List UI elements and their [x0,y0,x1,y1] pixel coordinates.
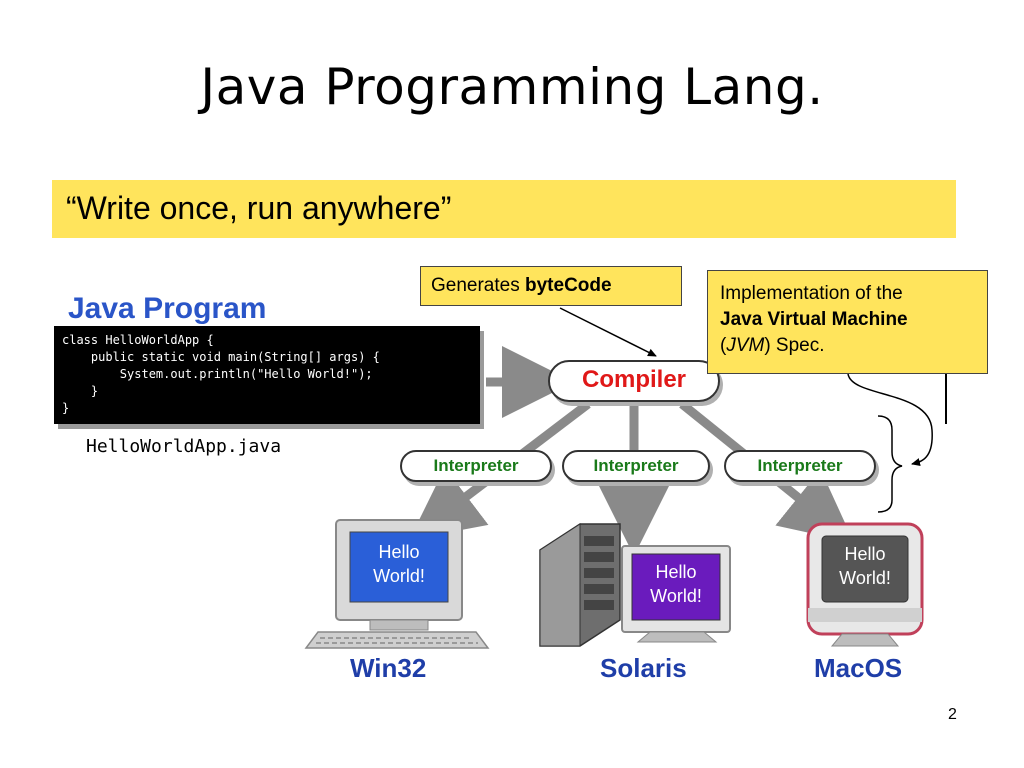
platform-label-solaris: Solaris [600,653,687,683]
source-file-name: HelloWorldApp.java [86,436,282,457]
compiler-node: Compiler [548,360,720,402]
screen-line: World! [373,566,425,586]
screen-line: Hello [378,542,420,562]
callout-italic-text: JVM [726,335,765,356]
screen-line: Hello [844,544,886,564]
motto-banner: “Write once, run anywhere” [52,180,956,238]
macos-screen-text: Hello World! [822,542,908,590]
code-sample: class HelloWorldApp { public static void… [54,326,480,424]
win32-screen-text: Hello World! [352,540,446,588]
code-line: class HelloWorldApp { [62,333,214,347]
solaris-workstation-icon [539,523,731,647]
code-line: System.out.println("Hello World!"); [62,367,373,381]
screen-line: World! [650,586,702,606]
bytecode-pointer [559,307,657,357]
platform-label-win32: Win32 [350,653,427,683]
screen-line: World! [839,568,891,588]
screen-line: Hello [655,562,697,582]
callout-bold-text: Java Virtual Machine [720,309,908,330]
win32-computer-icon [304,519,490,649]
code-line: } [62,401,70,415]
callout-text: ( [720,335,727,356]
platform-label-macos: MacOS [814,653,903,683]
solaris-screen-text: Hello World! [632,560,720,608]
interpreter-node-macos: Interpreter [724,450,876,482]
interpreter-node-solaris: Interpreter [562,450,710,482]
slide-title: Java Programming Lang. [200,58,824,116]
code-line: } [62,384,99,398]
bytecode-callout: Generates byteCode [420,266,682,306]
interpreter-node-win32: Interpreter [400,450,552,482]
page-number: 2 [948,706,957,723]
jvm-callout: Implementation of the Java Virtual Machi… [707,270,988,374]
callout-text: Generates [431,275,525,296]
interpreter-brace [877,415,903,513]
jvm-pointer [847,373,933,466]
code-line: public static void main(String[] args) { [62,350,380,364]
callout-bold-text: byteCode [525,275,612,296]
macos-computer-icon [806,522,924,647]
callout-text: ) Spec. [764,335,825,356]
java-program-label: Java Program [68,292,267,325]
callout-line: Implementation of the [720,283,903,304]
